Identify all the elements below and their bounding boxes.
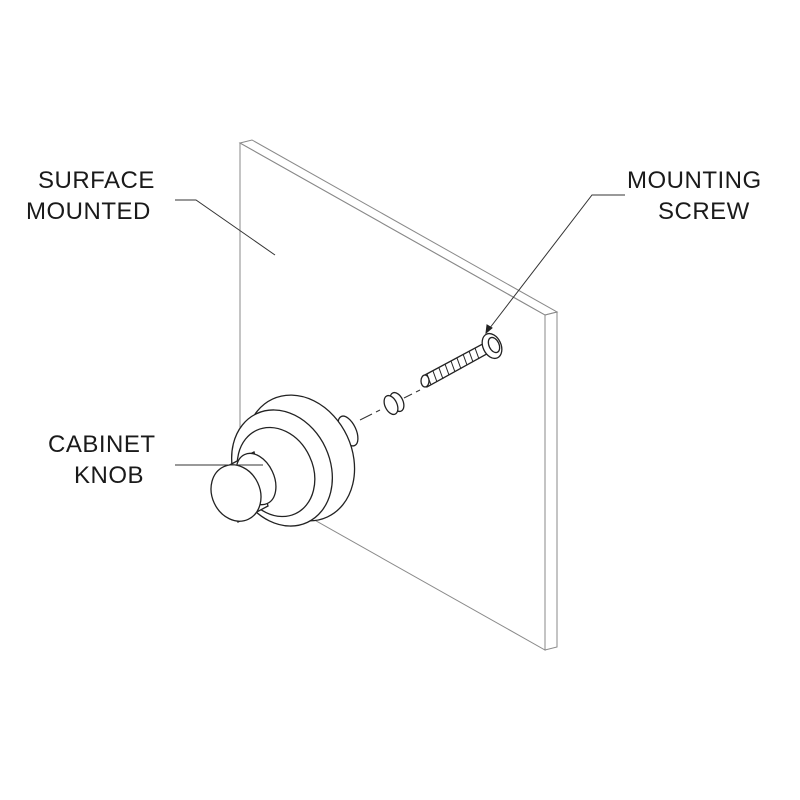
washer-front: [383, 394, 399, 416]
panel-top-edge: [238, 139, 559, 316]
label-screw-line1: MOUNTING: [627, 167, 762, 194]
screw-tip: [420, 374, 430, 388]
leaders: [175, 194, 625, 466]
label-surface-line1: SURFACE: [38, 167, 155, 194]
leader-surface-mounted: [175, 199, 276, 256]
label-surface-mounted: SURFACE MOUNTED: [26, 167, 155, 225]
label-screw-line2: SCREW: [658, 198, 750, 225]
washer: [383, 391, 405, 416]
label-cabinet-knob: CABINET KNOB: [48, 431, 156, 489]
label-knob-line1: CABINET: [48, 431, 156, 458]
label-surface-line2: MOUNTED: [26, 198, 151, 225]
screw-head-recess: [487, 336, 501, 354]
mounting-panel: [238, 139, 559, 651]
centre-line: [359, 389, 421, 421]
cabinet-knob: [210, 394, 359, 527]
label-knob-line2: KNOB: [74, 462, 144, 489]
label-mounting-screw: MOUNTING SCREW: [627, 167, 762, 225]
knob-front-face: [210, 464, 262, 522]
leader-screw-arrow: [485, 324, 493, 335]
leader-mounting-screw: [485, 194, 625, 334]
mounting-screw: [420, 332, 503, 388]
panel-side-edge: [544, 311, 558, 651]
